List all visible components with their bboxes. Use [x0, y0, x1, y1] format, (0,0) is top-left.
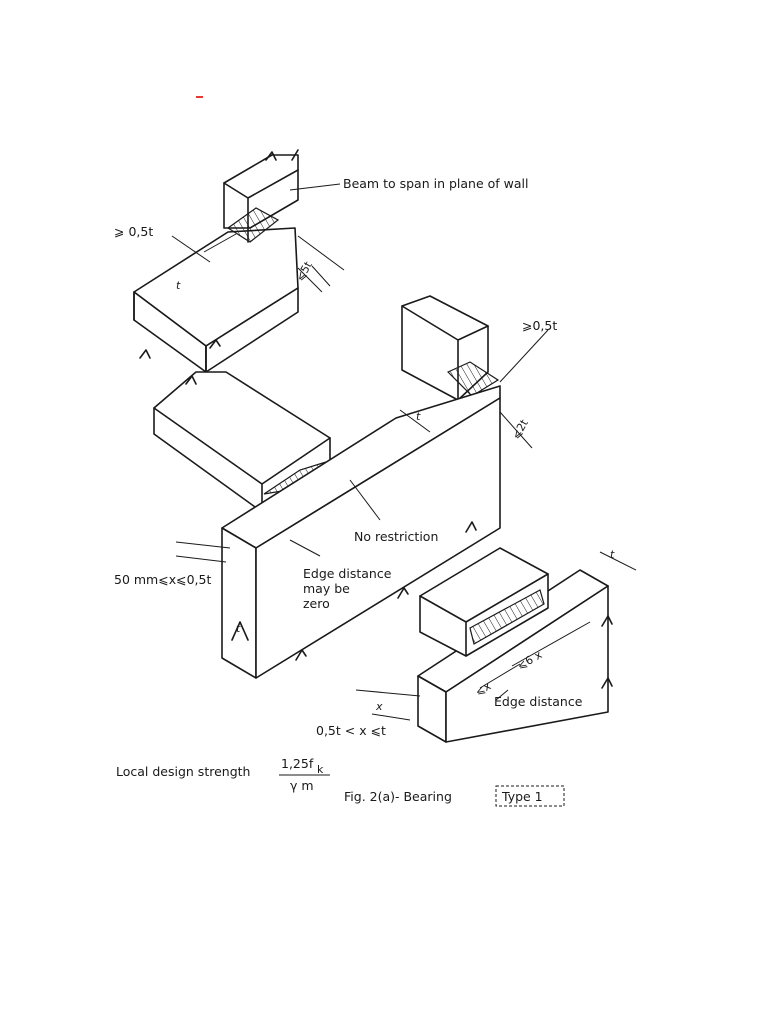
- main-wall: [221, 385, 501, 679]
- label-edge-zero-3: zero: [303, 596, 330, 611]
- label-left-range: 50 mm⩽x⩽0,5t: [114, 572, 211, 587]
- label-edge-zero-2: may be: [303, 581, 350, 596]
- bottom-t-label: t: [610, 548, 615, 561]
- label-bottom-range: 0,5t < x ⩽t: [316, 723, 386, 738]
- top-bearing-area: [226, 207, 280, 243]
- formula-denominator: γ m: [290, 778, 314, 793]
- label-edge-zero-1: Edge distance: [303, 566, 392, 581]
- bottom-beam: [419, 547, 549, 657]
- wall-t-label: t: [236, 622, 241, 635]
- top-wall: [133, 227, 299, 373]
- top-t-label: t: [176, 279, 181, 292]
- bottom-wall: [417, 569, 613, 743]
- label-no-restriction: No restriction: [354, 529, 438, 544]
- formula-lead: Local design strength: [116, 764, 250, 779]
- caption-prefix: Fig. 2(a)- Bearing: [344, 789, 452, 804]
- formula-numerator: 1,25f: [281, 756, 314, 771]
- label-top-min-edge: ⩾ 0,5t: [114, 224, 153, 239]
- caption-boxed: Type 1: [501, 789, 543, 804]
- bottom-x-label: x: [375, 700, 383, 713]
- bottom-bearing-area: [469, 589, 545, 645]
- local-design-strength-formula: Local design strength 1,25f k γ m: [116, 756, 330, 793]
- main-dimensions: t t: [175, 329, 549, 635]
- label-right-max-bearing: ⩽2t: [509, 417, 531, 442]
- formula-numerator-sub: k: [317, 763, 324, 776]
- figure-caption: Fig. 2(a)- Bearing Type 1: [344, 785, 565, 807]
- label-edge-distance: Edge distance: [494, 694, 583, 709]
- label-right-min-edge: ⩾0,5t: [522, 318, 557, 333]
- right-beam: [401, 295, 500, 401]
- top-dimensions: t: [171, 183, 345, 293]
- bottom-dimensions: t x: [355, 548, 637, 721]
- top-beam: [223, 149, 299, 243]
- label-beam-span: Beam to span in plane of wall: [343, 176, 528, 191]
- caption-box: [495, 785, 565, 807]
- main-t-label: t: [416, 410, 421, 423]
- right-bearing-area: [446, 361, 500, 397]
